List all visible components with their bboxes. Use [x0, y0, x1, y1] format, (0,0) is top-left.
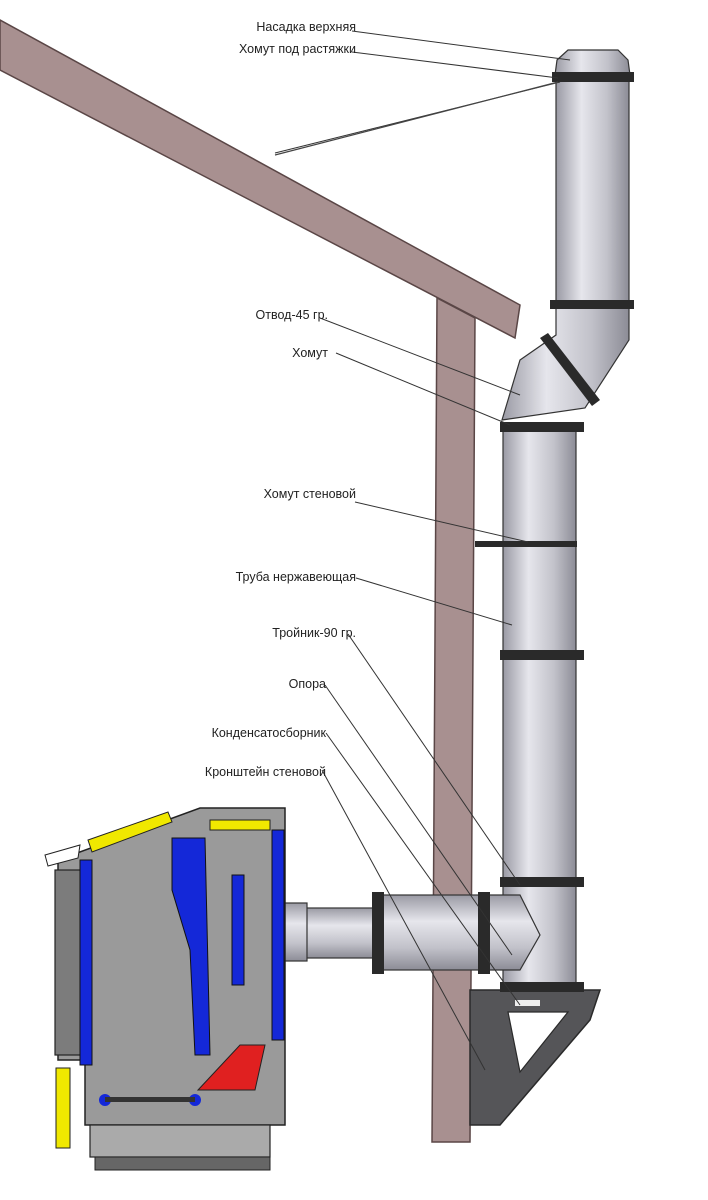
top-pipe	[554, 49, 631, 306]
elbow-clamp-ring	[540, 333, 600, 406]
clamp-ring-2	[500, 422, 584, 432]
label-guy-clamp: Хомут под растяжки	[238, 42, 356, 56]
label-wall-clamp: Хомут стеновой	[263, 487, 356, 501]
horizontal-pipe	[271, 894, 541, 971]
label-support: Опора	[288, 677, 326, 691]
label-elbow-45: Отвод-45 гр.	[255, 308, 328, 322]
wall-post	[431, 296, 476, 1143]
clamp-ring-1	[550, 300, 634, 309]
guy-wire	[274, 81, 559, 156]
label-steel-pipe: Труба нержавеющая	[235, 570, 356, 584]
label-wall-bracket: Кронштейн стеновой	[204, 765, 326, 779]
wall-bracket	[469, 989, 602, 1126]
roof-rafter	[0, 19, 521, 340]
clamps	[372, 72, 634, 992]
label-condensate-collector: Конденсатосборник	[211, 726, 326, 740]
clamp-ring-3	[500, 650, 584, 660]
guy-clamp-ring	[552, 72, 634, 82]
boiler	[44, 807, 286, 1171]
clamp-ring-5	[500, 982, 584, 992]
label-top-cap: Насадка верхняя	[256, 20, 356, 34]
wall-clamp-ring	[475, 541, 577, 547]
clamp-ring-4	[500, 877, 584, 887]
horizontal-clamp-1	[372, 892, 384, 974]
horizontal-clamp-2	[478, 892, 490, 974]
label-clamp: Хомут	[292, 346, 328, 360]
leader-lines	[274, 30, 571, 1071]
label-tee-90: Тройник-90 гр.	[272, 626, 356, 640]
